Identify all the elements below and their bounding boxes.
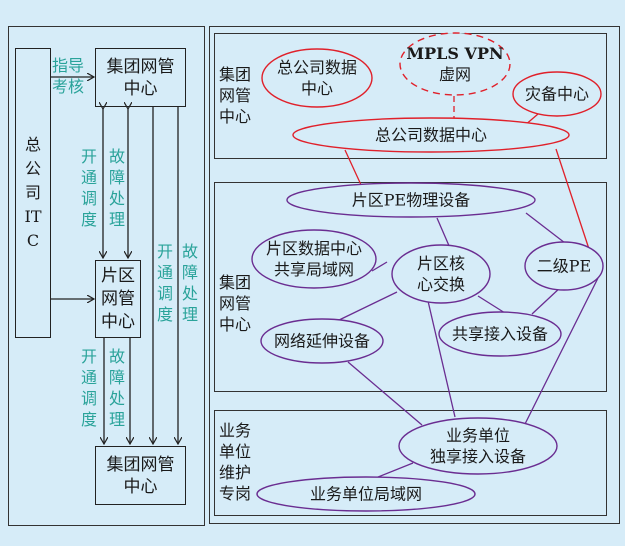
link-bizaccess-lan: [372, 462, 414, 480]
label-region-dc: 片区数据中心 共享局域网: [266, 238, 362, 280]
link-core-bizaccess: [427, 300, 456, 418]
fault-handling-label-1: 故障处理: [108, 147, 125, 229]
group-center-bottom: 集团网管中心: [95, 446, 186, 505]
left-panel-frame: [8, 26, 205, 526]
label-line: 心交换: [416, 275, 466, 294]
node-shared-access: [438, 311, 562, 357]
open-dispatch-label-2: 开通调度: [156, 242, 173, 324]
zone-group-top: [214, 33, 607, 159]
node-net-ext: [260, 318, 384, 364]
label-hq-dc-small: 总公司数据 中心: [277, 57, 357, 99]
zone-business-unit: [214, 410, 607, 516]
label-line: 独享接入设备: [429, 447, 527, 466]
link-core-shared: [477, 295, 506, 314]
link-regiondc-core: [371, 261, 388, 272]
node-dr-center: [512, 71, 602, 117]
link-pe-core: [436, 217, 451, 249]
fault-handling-label-2: 故障处理: [181, 242, 198, 324]
label-hq-dc: 总公司数据中心: [374, 125, 488, 145]
label-core-switch: 片区核 心交换: [417, 253, 465, 295]
guide-label: 指导考核: [52, 56, 85, 96]
label-line: 虚网: [438, 65, 471, 84]
node-biz-access: [398, 417, 558, 475]
right-panel-frame: [209, 26, 620, 524]
link-pe-secondpe: [525, 212, 566, 244]
open-dispatch-label-1: 开通调度: [80, 147, 97, 229]
zone-label-middle: 集团网管中心: [219, 273, 252, 334]
node-mpls-vpn: [399, 32, 511, 96]
node-region-dc: [251, 229, 377, 289]
group-center-bottom-label: 集团网管中心: [106, 454, 175, 497]
label-line: 业务单位: [445, 426, 511, 445]
label-line: 片区数据中心: [265, 239, 363, 258]
label-shared-access: 共享接入设备: [451, 324, 549, 344]
label-biz-lan: 业务单位局域网: [309, 484, 423, 504]
link-netext-bizaccess: [347, 361, 423, 426]
label-net-ext: 网络延伸设备: [273, 331, 371, 351]
label-region-pe: 片区PE物理设备: [351, 190, 471, 210]
label-line: 总公司数据: [276, 58, 358, 77]
link-secondpe-shared: [531, 285, 563, 315]
region-center-label: 片区网管中心: [101, 265, 135, 332]
itc-box: 总公司ITC: [15, 48, 51, 338]
node-hq-dc-small: [261, 48, 373, 108]
link-secondpe-bizaccess: [524, 277, 599, 425]
zone-label-business: 业务单位维护专岗: [219, 421, 252, 503]
link-hqdc-pe: [344, 149, 363, 188]
node-biz-lan: [256, 476, 476, 512]
node-core-switch: [391, 244, 491, 304]
label-line: MPLS VPN: [406, 44, 504, 63]
label-line: 片区核: [416, 254, 466, 273]
group-center-top-label: 集团网管中心: [106, 56, 175, 99]
label-second-pe: 二级PE: [536, 256, 592, 276]
itc-label: 总公司ITC: [24, 135, 42, 250]
link-hqdc-secondpe: [555, 148, 590, 250]
region-center: 片区网管中心: [95, 260, 141, 338]
fault-handling-label-3: 故障处理: [108, 347, 125, 429]
link-core-netext: [334, 291, 398, 323]
label-line: 共享局域网: [273, 260, 355, 279]
open-dispatch-label-3: 开通调度: [80, 347, 97, 429]
node-second-pe: [524, 241, 604, 291]
group-center-top: 集团网管中心: [95, 48, 186, 107]
node-hq-dc: [292, 117, 570, 153]
label-dr-center: 灾备中心: [524, 84, 590, 104]
label-mpls-vpn: MPLS VPN 虚网: [406, 43, 503, 85]
label-line-2: 中心: [300, 79, 334, 98]
node-region-pe: [286, 182, 536, 218]
label-biz-access: 业务单位 独享接入设备: [430, 425, 526, 467]
zone-label-top: 集团网管中心: [219, 65, 252, 126]
